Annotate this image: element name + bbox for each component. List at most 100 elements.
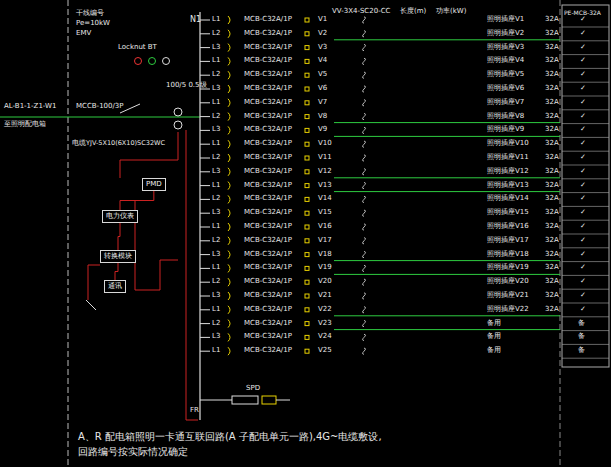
signal-wire	[120, 191, 154, 210]
circuit-number: V23	[318, 320, 332, 327]
signal-wire	[115, 263, 118, 280]
device-label: FR	[190, 407, 199, 414]
device-label: PMD	[146, 180, 162, 188]
cable-mark	[363, 155, 366, 161]
terminal	[305, 170, 309, 174]
breaker-label: MCB-C32A/1P	[244, 251, 292, 258]
cable-mark	[363, 58, 366, 64]
table-frame	[562, 5, 609, 367]
breaker-symbol	[228, 209, 230, 217]
device-box: 电力仪表	[102, 210, 138, 223]
column-header: 功率(kW)	[436, 8, 466, 15]
check-mark: ✓	[580, 251, 586, 258]
check-mark: ✓	[580, 140, 586, 147]
check-mark: ✓	[580, 16, 586, 23]
breaker-label: MCB-C32A/1P	[244, 126, 292, 133]
breaker-label: MCB-C32A/1P	[244, 292, 292, 299]
breaker-symbol	[228, 126, 230, 134]
breaker-symbol	[228, 223, 230, 231]
current-rating: 32A	[545, 113, 559, 120]
bus-tap	[200, 33, 210, 34]
cable-mark	[363, 279, 366, 285]
table-rule	[562, 151, 609, 152]
breaker-label: MCB-C32A/1P	[244, 140, 292, 147]
circuit-number: V21	[318, 292, 332, 299]
circuit-number: V17	[318, 237, 332, 244]
signal-wire	[118, 223, 120, 250]
phase-label: L2	[212, 278, 220, 285]
phase-label: L1	[212, 347, 220, 354]
check-mark: ✓	[580, 44, 586, 51]
circuit-use: 照明插座V18	[487, 251, 529, 258]
table-rule	[562, 68, 609, 69]
circuit-use: 照明插座V3	[487, 44, 524, 51]
bus-tap	[200, 323, 210, 324]
circuit-number: V18	[318, 251, 332, 258]
check-mark: ✓	[580, 154, 586, 161]
terminal	[305, 18, 309, 22]
spd-wire	[200, 400, 232, 401]
current-rating: 32A	[545, 168, 559, 175]
check-mark: ✓	[580, 278, 586, 285]
device-label: 电力仪表	[106, 212, 134, 220]
check-mark: ✓	[580, 209, 586, 216]
circuit-number: V24	[318, 333, 332, 340]
incoming-line	[0, 116, 200, 117]
phase-label: L3	[212, 251, 220, 258]
breaker-symbol	[228, 30, 230, 38]
breaker-label: MCB-C32A/1P	[244, 264, 292, 271]
circuit-line	[334, 274, 560, 275]
breaker-symbol	[228, 44, 230, 52]
current-rating: 32A	[545, 30, 559, 37]
circuit-use: 照明插座V21	[487, 292, 529, 299]
table-rule	[562, 54, 609, 55]
terminal	[305, 156, 309, 160]
table-rule	[562, 165, 609, 166]
circuit-use: 照明插座V7	[487, 99, 524, 106]
circuit-number: V9	[318, 126, 327, 133]
breaker-symbol	[228, 16, 230, 24]
table-rule	[562, 316, 609, 317]
cable-mark	[363, 31, 366, 37]
phase-label: L3	[212, 209, 220, 216]
table-rule	[562, 234, 609, 235]
circuit-use: 照明插座V22	[487, 306, 529, 313]
table-rule	[562, 206, 609, 207]
check-mark: ✓	[580, 99, 586, 106]
cable-mark	[363, 100, 366, 106]
phase-label: L1	[212, 57, 220, 64]
circuit-number: V25	[318, 347, 332, 354]
phase-label: L2	[212, 195, 220, 202]
cable-spec: 电缆YJV-5X10(6X10)SC32WC	[72, 140, 165, 147]
current-rating: 32A	[545, 209, 559, 216]
cable-mark	[363, 127, 366, 133]
cable-mark	[363, 196, 366, 202]
device-box: 转换模块	[100, 250, 136, 263]
breaker-symbol	[228, 264, 230, 272]
breaker-symbol	[228, 347, 230, 355]
spare-label: 备用	[487, 347, 501, 354]
circuit-number: V20	[318, 278, 332, 285]
phase-label: L2	[212, 71, 220, 78]
bus-tap	[200, 185, 210, 186]
phase-label: L2	[212, 30, 220, 37]
device-label: 通讯	[108, 282, 122, 290]
cable-mark	[363, 183, 366, 189]
circuit-number: V1	[318, 16, 327, 23]
check-mark: ✓	[580, 292, 586, 299]
breaker-label: MCB-C32A/1P	[244, 99, 292, 106]
terminal	[305, 239, 309, 243]
circuit-use: 照明插座V14	[487, 195, 529, 202]
cable-mark	[363, 169, 366, 175]
spare-label: 备用	[487, 333, 501, 340]
terminal	[305, 115, 309, 119]
ct-symbol	[174, 121, 182, 129]
circuit-number: V12	[318, 168, 332, 175]
phase-label: L1	[212, 306, 220, 313]
column-header: 长度(m)	[400, 8, 426, 15]
current-rating: 32A	[545, 99, 559, 106]
table-rule	[562, 96, 609, 97]
breaker-label: MCB-C32A/1P	[244, 347, 292, 354]
circuit-use: 照明插座V11	[487, 154, 529, 161]
phase-label: L1	[212, 223, 220, 230]
